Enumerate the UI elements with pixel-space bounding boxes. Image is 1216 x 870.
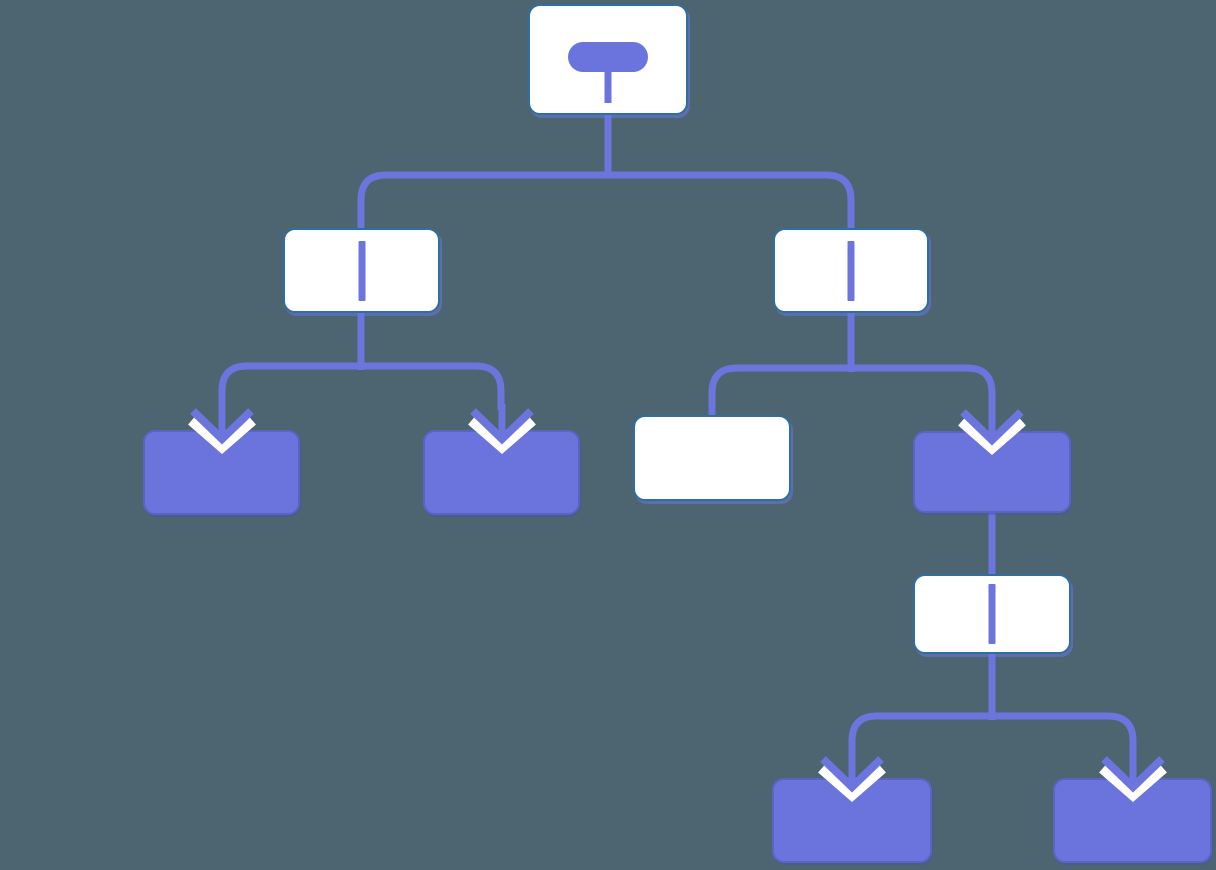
pass-through-line-icon xyxy=(847,240,855,301)
connector-top-bar xyxy=(357,171,855,232)
pass-through-line-icon xyxy=(358,240,365,301)
tree-node-leaf-1[interactable] xyxy=(143,404,300,515)
tree-node-child-plain[interactable] xyxy=(633,415,791,501)
chevron-white-band xyxy=(467,415,536,454)
double-chevron-down-icon[interactable] xyxy=(1095,752,1171,808)
tree-node-branch-lower[interactable] xyxy=(913,574,1071,654)
pill-stem xyxy=(604,70,612,103)
tree-node-branch-left[interactable] xyxy=(283,228,440,313)
chevron-purple-band xyxy=(820,756,884,793)
tree-node-leaf-4[interactable] xyxy=(1053,752,1212,863)
chevron-white-band xyxy=(818,763,886,802)
double-chevron-down-icon[interactable] xyxy=(954,405,1030,461)
tree-node-leaf-3[interactable] xyxy=(772,752,932,863)
chevron-purple-band xyxy=(960,409,1024,446)
chevron-white-band xyxy=(958,416,1026,455)
connector-left-branch-bar xyxy=(218,362,505,410)
tree-node-branch-right[interactable] xyxy=(773,228,929,313)
chevron-white-band xyxy=(1098,763,1167,802)
pass-through-line-icon xyxy=(988,584,996,644)
collapsed-branch-pill-icon xyxy=(568,42,648,72)
chevron-purple-band xyxy=(1100,756,1165,793)
tree-node-child-collapsed[interactable] xyxy=(913,405,1071,513)
connector-bottom-bar xyxy=(848,712,1137,758)
chevron-purple-band xyxy=(469,408,534,445)
chevron-purple-band xyxy=(189,408,254,445)
double-chevron-down-icon[interactable] xyxy=(814,752,890,808)
tree-node-root[interactable] xyxy=(528,4,688,115)
double-chevron-down-icon[interactable] xyxy=(184,404,260,460)
tree-node-leaf-2[interactable] xyxy=(423,404,580,515)
connector-right-branch-bar xyxy=(708,364,996,419)
double-chevron-down-icon[interactable] xyxy=(464,404,540,460)
chevron-white-band xyxy=(187,415,256,454)
